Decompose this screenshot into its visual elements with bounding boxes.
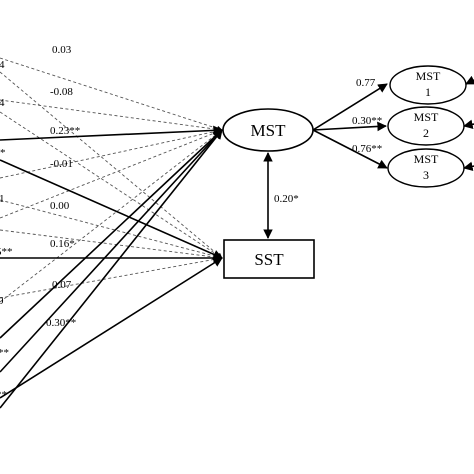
mst-node-label: MST (251, 121, 287, 140)
coefficient-8: 0.30** (46, 317, 76, 329)
path-solid-to-mst-2 (0, 129, 223, 339)
sst-node-label: SST (254, 250, 284, 269)
path-solid-to-sst-1 (0, 159, 223, 259)
coefficient-mst-sst: 0.20* (274, 193, 299, 205)
path-solid-to-mst-1 (0, 125, 223, 141)
path-solid-to-mst-3 (0, 129, 223, 373)
error-arrow-mst1 (465, 75, 474, 85)
path-dashed-to-sst-2 (0, 111, 223, 259)
mst2-node-label-line2: 2 (423, 126, 429, 140)
coefficient-mst3: 0.76** (352, 143, 382, 155)
left-fragment-5: 5** (0, 246, 13, 258)
left-fragment-8: ** (0, 389, 7, 401)
mst1-node-label-line2: 1 (425, 85, 431, 99)
mst3-node-label-line1: MST (414, 152, 439, 166)
mst2-node-label-line1: MST (414, 110, 439, 124)
path-mst-to-mst3 (312, 129, 388, 169)
error-arrow-mst3 (463, 161, 474, 172)
coefficient-1: 0.03 (52, 44, 72, 56)
path-dashed-to-sst-5 (0, 256, 223, 299)
left-fragment-1: 4 (0, 59, 5, 71)
coefficient-mst1: 0.77 (356, 77, 376, 89)
path-dashed-to-mst-1 (0, 57, 223, 132)
path-solid-to-sst-3 (0, 257, 223, 399)
coefficient-6: 0.16* (50, 238, 75, 250)
path-dashed-to-mst-2 (0, 99, 223, 133)
path-solid-to-mst-4 (0, 129, 223, 409)
coefficient-7: 0.07 (52, 279, 72, 291)
path-dashed-to-sst-4 (0, 229, 223, 261)
error-arrow-mst2 (463, 119, 474, 130)
mst1-node-label-line1: MST (416, 69, 441, 83)
mst3-node-label-line2: 3 (423, 168, 429, 182)
coefficient-3: 0.23** (50, 125, 80, 137)
left-fragment-7: ** (0, 347, 9, 359)
left-fragment-6: 0 (0, 295, 4, 307)
path-mst-to-mst1 (312, 83, 388, 131)
left-fragment-2: 4 (0, 97, 5, 109)
coefficient-mst2: 0.30** (352, 115, 382, 127)
coefficient-2: -0.08 (50, 86, 73, 98)
left-fragment-3: * (0, 147, 6, 159)
sst-node (223, 239, 315, 279)
mst1-node (389, 65, 467, 105)
left-fragment-4: 1 (0, 193, 5, 205)
path-mst-to-mst2 (312, 121, 387, 132)
path-dashed-to-mst-4 (0, 129, 223, 219)
path-dashed-to-mst-5 (0, 129, 223, 303)
coefficient-4: -0.01 (50, 158, 73, 170)
path-dashed-to-sst-1 (0, 71, 223, 259)
path-dashed-to-mst-3 (0, 128, 223, 179)
coefficient-5: 0.00 (50, 200, 70, 212)
